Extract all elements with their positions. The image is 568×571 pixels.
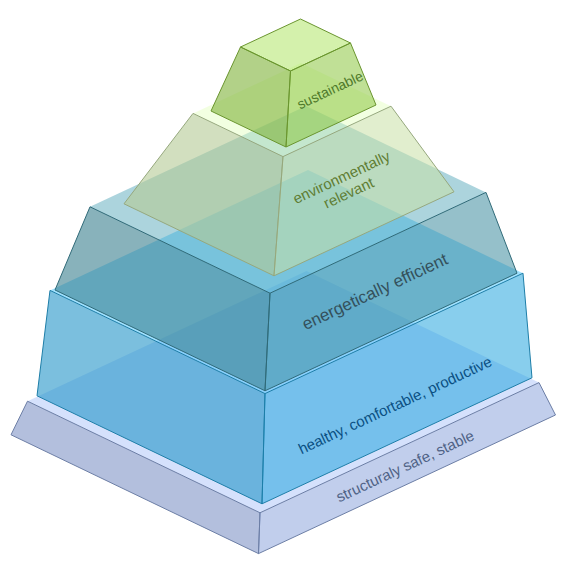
layer-left-wall [124,114,283,276]
pyramid-layer: sustainable [207,15,380,151]
layer-right-wall [286,43,376,147]
layer-left-wall [211,47,291,147]
